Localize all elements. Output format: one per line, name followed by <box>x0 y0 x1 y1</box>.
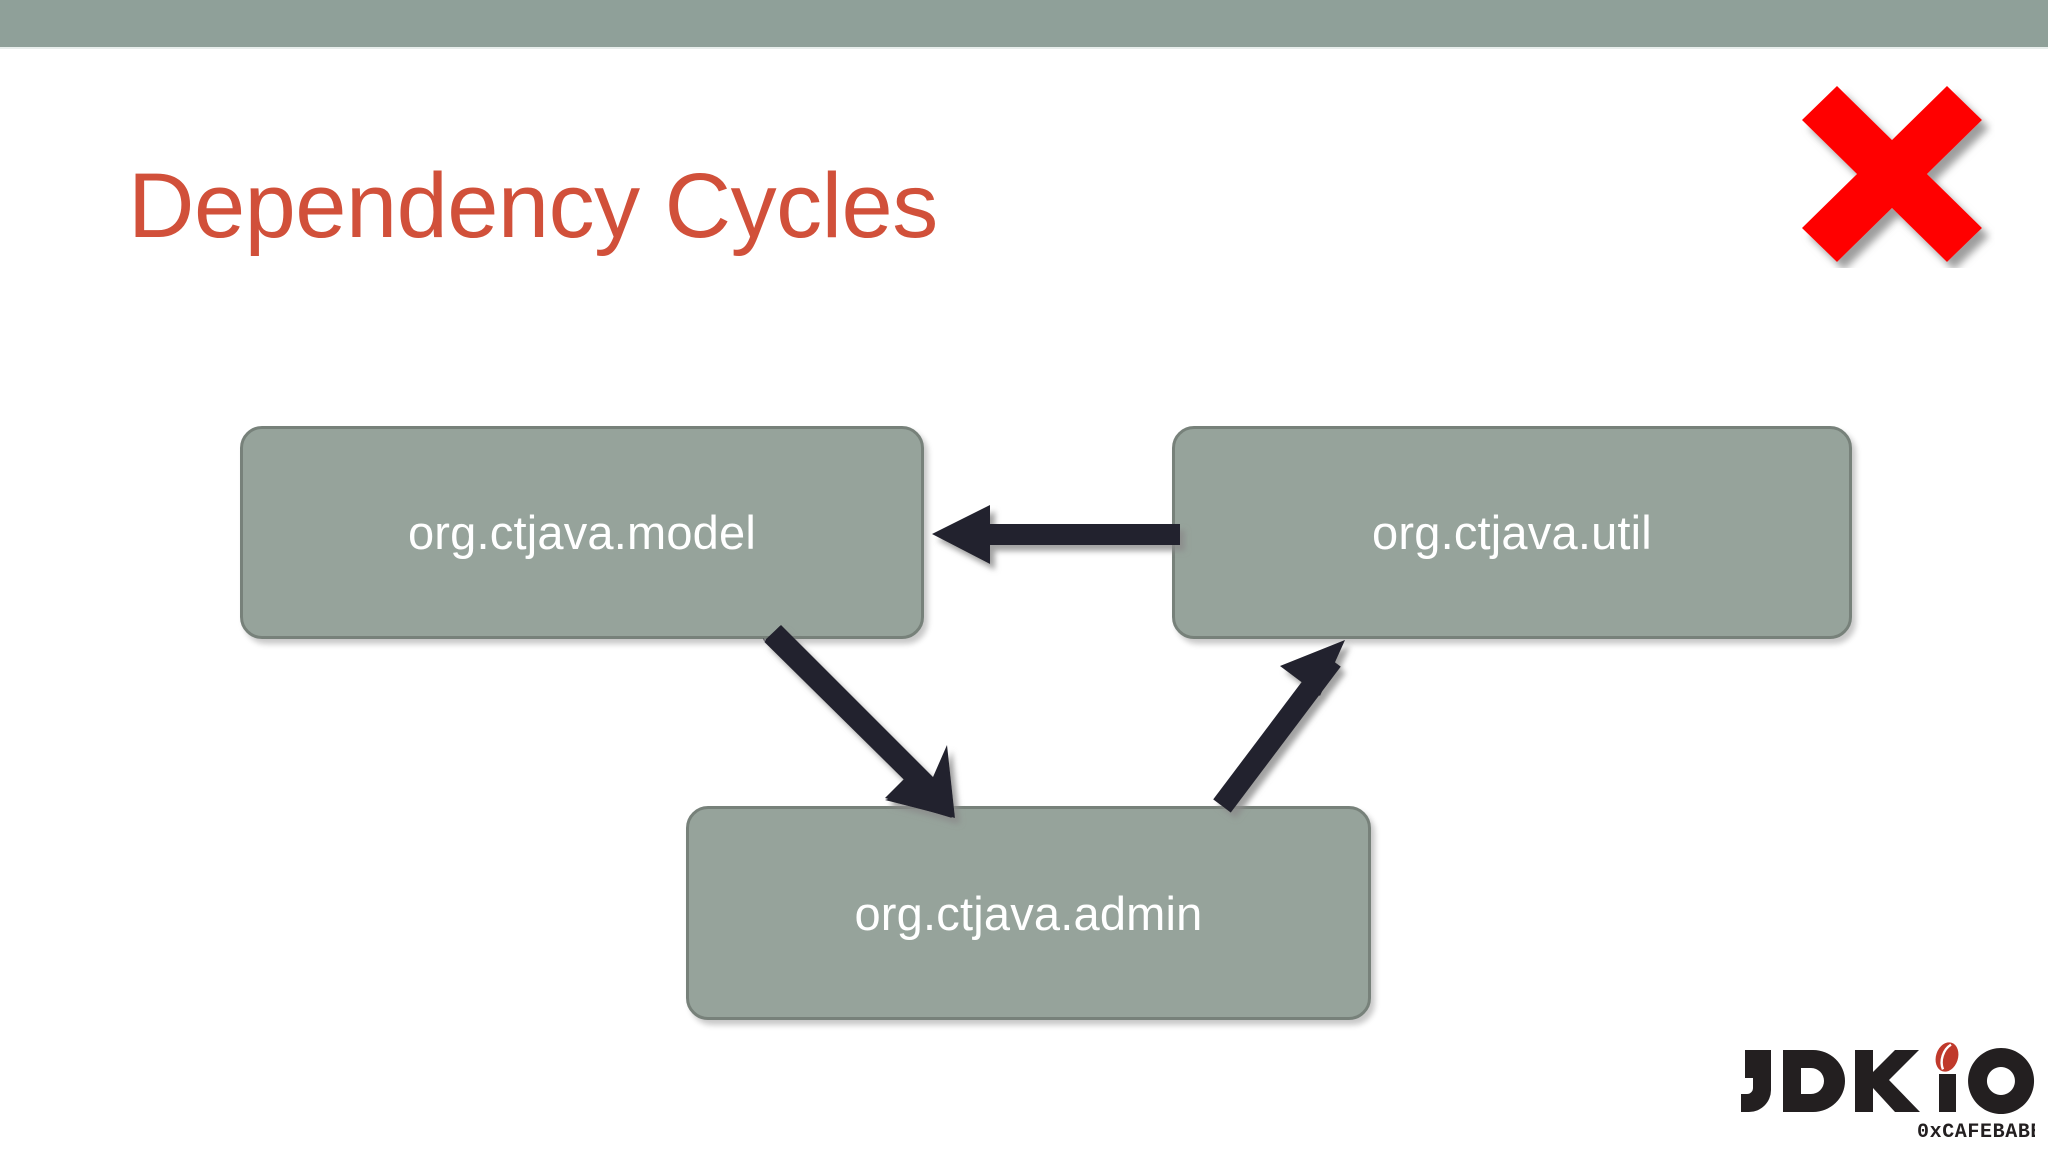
edge-admin-to-util <box>1213 640 1345 813</box>
node-org-ctjava-admin[interactable]: org.ctjava.admin <box>686 806 1371 1020</box>
edge-util-to-model <box>932 505 1180 564</box>
brand-tagline: 0xCAFEBABE <box>1917 1121 2035 1144</box>
node-org-ctjava-model[interactable]: org.ctjava.model <box>240 426 924 639</box>
red-x-icon <box>1790 78 1995 268</box>
node-label-admin: org.ctjava.admin <box>854 886 1203 940</box>
top-decorative-band <box>0 0 2048 47</box>
coffee-bean-icon <box>1935 1042 1959 1072</box>
top-band-hairline <box>0 47 2048 49</box>
page-title: Dependency Cycles <box>128 154 938 257</box>
node-org-ctjava-util[interactable]: org.ctjava.util <box>1172 426 1852 639</box>
jdkio-logo: 0xCAFEBABE <box>1735 1036 2035 1144</box>
node-label-util: org.ctjava.util <box>1372 506 1652 559</box>
edge-model-to-admin <box>763 625 955 818</box>
node-label-model: org.ctjava.model <box>407 506 757 559</box>
